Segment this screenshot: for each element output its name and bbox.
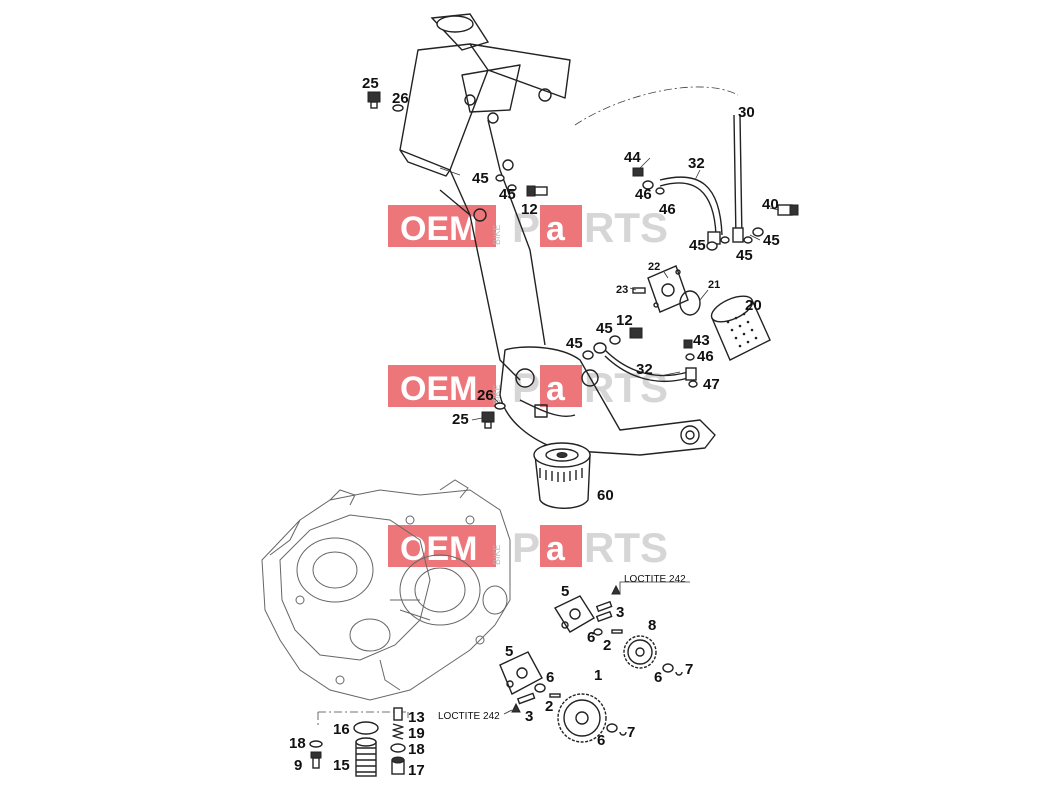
engine-crankcase: [261, 479, 511, 701]
callout-26: 26: [392, 90, 409, 107]
callout-15: 15: [333, 757, 350, 774]
svg-text:BIKE: BIKE: [492, 544, 502, 565]
callout-46: 46: [697, 348, 714, 365]
routing-line: [574, 86, 739, 126]
callout-7: 7: [685, 661, 693, 678]
callout-45: 45: [566, 335, 583, 352]
callout-46: 46: [659, 201, 676, 218]
callout-6: 6: [546, 669, 554, 686]
callout-45: 45: [596, 320, 613, 337]
drain-parts: [309, 707, 409, 777]
callout-6: 6: [597, 732, 605, 749]
callout-46: 46: [635, 186, 652, 203]
callout-12: 12: [521, 201, 538, 218]
callout-8: 8: [648, 617, 656, 634]
callout-9: 9: [294, 757, 302, 774]
watermark-3: OEM BIKE P a RTS: [388, 524, 668, 571]
callout-20: 20: [745, 297, 762, 314]
svg-text:a: a: [546, 370, 566, 408]
svg-text:BIKE: BIKE: [492, 384, 502, 405]
callout-1: 1: [594, 667, 602, 684]
callout-44: 44: [624, 149, 641, 166]
callout-13: 13: [408, 709, 425, 726]
callout-17: 17: [408, 762, 425, 779]
callout-26: 26: [477, 387, 494, 404]
watermark-2: OEM BIKE P a RTS: [388, 364, 668, 411]
svg-text:a: a: [546, 210, 566, 248]
callout-2: 2: [603, 637, 611, 654]
callout-22: 22: [648, 261, 660, 273]
callout-18: 18: [408, 741, 425, 758]
filter-cover-assembly: [632, 265, 771, 361]
leader-lines: [439, 157, 780, 715]
callout-labels: 25 26 30 44 32 46 46 45 45 12 40 45 45 4…: [289, 75, 780, 779]
oil-pump-upper: [553, 584, 683, 676]
callout-19: 19: [408, 725, 425, 742]
svg-text:RTS: RTS: [584, 524, 668, 571]
callout-6: 6: [654, 669, 662, 686]
callout-45: 45: [689, 237, 706, 254]
callout-45: 45: [472, 170, 489, 187]
loctite-note: LOCTITE 242: [438, 711, 500, 722]
svg-text:P: P: [512, 204, 540, 251]
callout-32: 32: [636, 361, 653, 378]
svg-text:P: P: [512, 524, 540, 571]
oil-pump-lower: [499, 651, 627, 743]
svg-text:RTS: RTS: [584, 204, 668, 251]
callout-7: 7: [627, 724, 635, 741]
callout-45: 45: [763, 232, 780, 249]
callout-23: 23: [616, 284, 628, 296]
callout-25: 25: [362, 75, 379, 92]
callout-3: 3: [525, 708, 533, 725]
watermark-1: OEM BIKE P a RTS: [388, 204, 668, 251]
svg-text:OEM: OEM: [400, 370, 477, 408]
svg-text:OEM: OEM: [400, 210, 477, 248]
svg-text:BIKE: BIKE: [492, 224, 502, 245]
callout-5: 5: [561, 583, 569, 600]
callout-45: 45: [736, 247, 753, 264]
callout-45: 45: [499, 186, 516, 203]
callout-32: 32: [688, 155, 705, 172]
callout-47: 47: [703, 376, 720, 393]
callout-6: 6: [587, 629, 595, 646]
callout-18: 18: [289, 735, 306, 752]
callout-2: 2: [545, 698, 553, 715]
callout-21: 21: [708, 279, 720, 291]
callout-60: 60: [597, 487, 614, 504]
callout-43: 43: [693, 332, 710, 349]
callout-3: 3: [616, 604, 624, 621]
callout-12: 12: [616, 312, 633, 329]
loctite-note: LOCTITE 242: [624, 574, 686, 585]
upper-hardware: [367, 91, 799, 251]
callout-16: 16: [333, 721, 350, 738]
callout-40: 40: [762, 196, 779, 213]
lower-hose: [481, 327, 698, 429]
callout-5: 5: [505, 643, 513, 660]
spin-on-filter: [533, 442, 591, 509]
svg-text:a: a: [546, 530, 566, 568]
callout-30: 30: [738, 104, 755, 121]
frame-tube: [399, 13, 716, 456]
svg-text:OEM: OEM: [400, 530, 477, 568]
callout-25: 25: [452, 411, 469, 428]
